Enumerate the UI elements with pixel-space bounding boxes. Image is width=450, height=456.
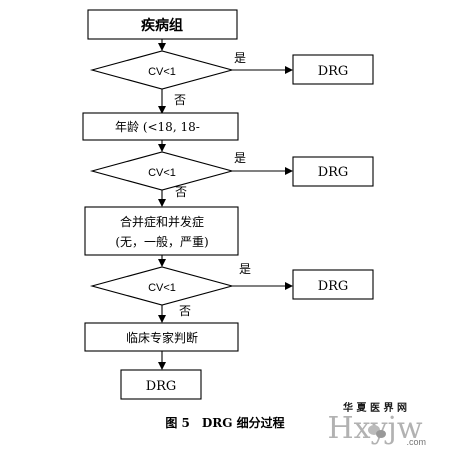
decision-1-yes-label: 是 — [234, 51, 246, 65]
decision-3-no-label: 否 — [179, 304, 191, 318]
drg-box-2-label: DRG — [318, 165, 349, 180]
expert-box — [84, 322, 239, 352]
decision-3-yes-label: 是 — [239, 262, 251, 276]
decision-1-label: CV<1 — [148, 66, 176, 78]
decision-3-label: CV<1 — [148, 282, 176, 294]
decision-2-label: CV<1 — [148, 167, 176, 179]
decision-2-yes-label: 是 — [234, 151, 246, 165]
decision-1-no-label: 否 — [174, 93, 186, 107]
watermark-logo: 华 夏 医 界 网 Hxyjw .com — [327, 401, 426, 447]
disease-group-label: 疾病组 — [141, 17, 183, 34]
drg-box-3-label: DRG — [318, 279, 349, 294]
figure-caption: 图 5 DRG 细分过程 — [165, 415, 284, 430]
drg-box-3 — [292, 269, 374, 300]
age-box-label: 年龄 (<18, 18- — [115, 120, 200, 134]
complication-box — [84, 206, 239, 256]
final-drg-box — [120, 369, 202, 400]
watermark-suffix: .com — [406, 437, 426, 447]
complication-line-1: 合并症和并发症 — [120, 214, 204, 229]
expert-box-label: 临床专家判断 — [126, 330, 198, 345]
age-box — [82, 112, 239, 141]
drg-box-1 — [292, 54, 374, 85]
decision-2-no-label: 否 — [175, 185, 187, 199]
disease-group-box — [87, 9, 238, 40]
final-drg-label: DRG — [146, 379, 177, 394]
drg-box-1-label: DRG — [318, 64, 349, 79]
watermark-brand-cn: 华 夏 医 界 网 — [343, 401, 407, 414]
wechat-icon — [368, 425, 386, 438]
drg-box-2 — [292, 156, 374, 187]
complication-line-2: (无，一般，严重) — [115, 234, 208, 249]
